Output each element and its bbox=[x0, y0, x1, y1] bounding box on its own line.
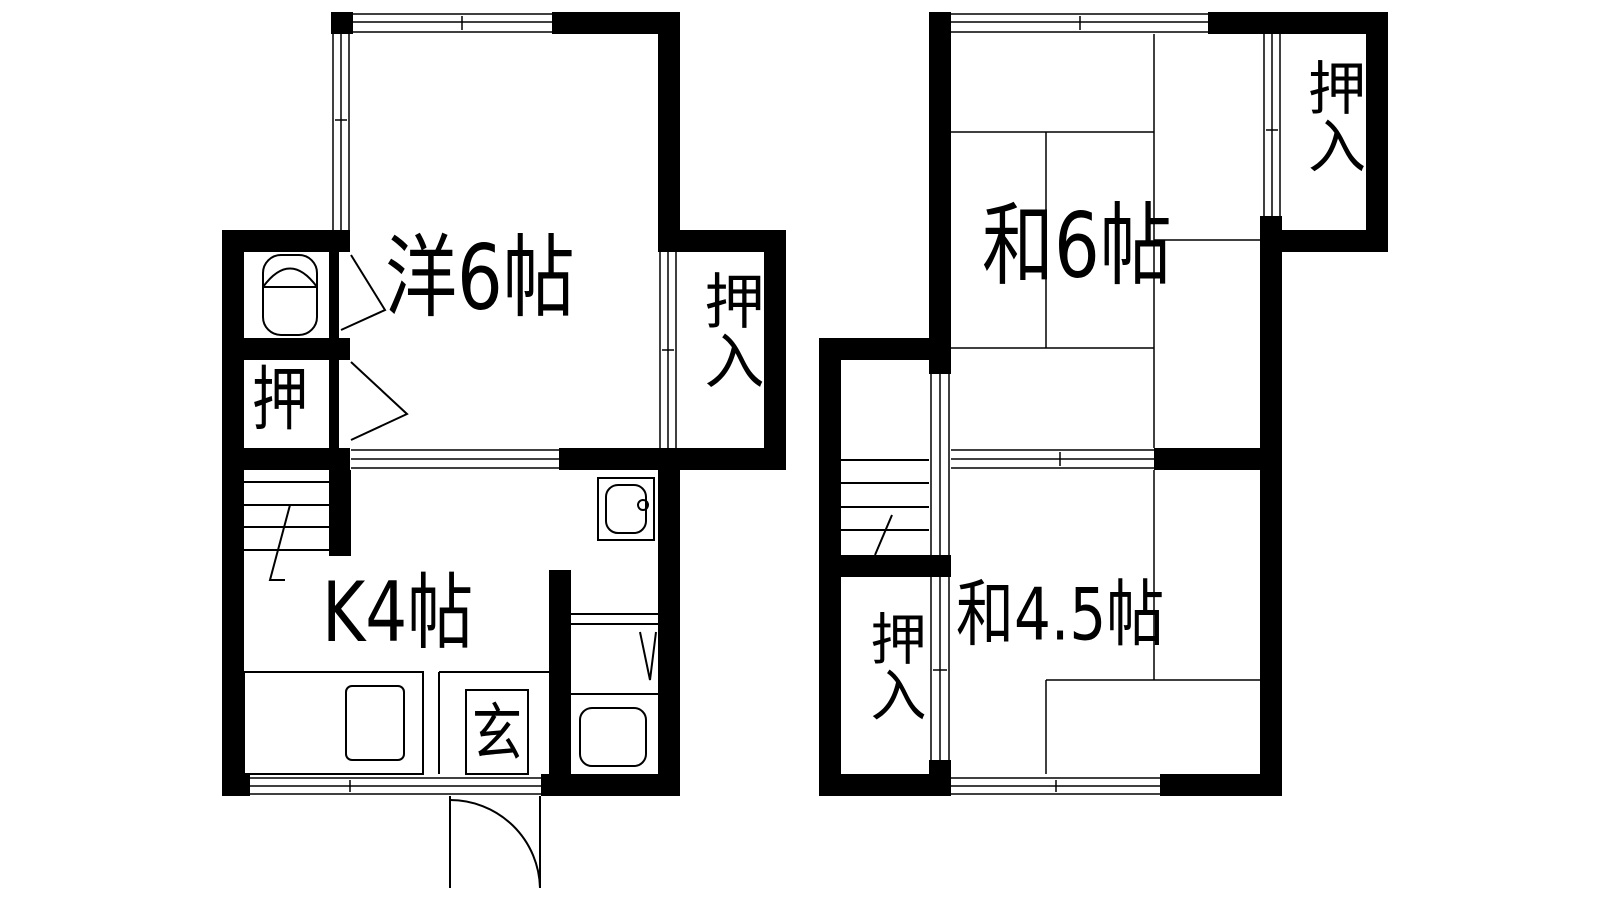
closet-top-right-label: 押入 bbox=[1298, 58, 1366, 174]
kitchen-label: K4帖 bbox=[322, 564, 474, 661]
floor-2-walls bbox=[819, 12, 1388, 796]
kitchen-counter bbox=[243, 671, 549, 775]
floor-2-stairs bbox=[841, 459, 929, 556]
toilet bbox=[262, 254, 387, 336]
floor-1-walls bbox=[222, 12, 786, 796]
floor-2-plan bbox=[819, 12, 1388, 796]
japanese-room-45-label: 和4.5帖 bbox=[956, 571, 1165, 657]
floor-1-windows bbox=[250, 13, 677, 795]
western-room-label: 洋6帖 bbox=[385, 224, 575, 330]
floor-2-windows bbox=[930, 13, 1281, 795]
entrance-label: 玄 bbox=[472, 697, 522, 770]
closet-left-label: 押 bbox=[252, 359, 308, 441]
floor-1-stairs bbox=[244, 481, 329, 581]
tatami-lines-6 bbox=[951, 34, 1260, 448]
floor-1-plan bbox=[222, 12, 786, 889]
closet-door bbox=[350, 361, 409, 441]
japanese-room-6-label: 和6帖 bbox=[982, 192, 1172, 298]
entrance-door bbox=[449, 796, 541, 889]
bathroom bbox=[571, 613, 658, 767]
closet-right-label: 押入 bbox=[694, 270, 764, 390]
tatami-lines-45 bbox=[1045, 470, 1260, 774]
closet-bottom-left-label: 押入 bbox=[861, 610, 926, 722]
wash-basin bbox=[597, 477, 655, 541]
